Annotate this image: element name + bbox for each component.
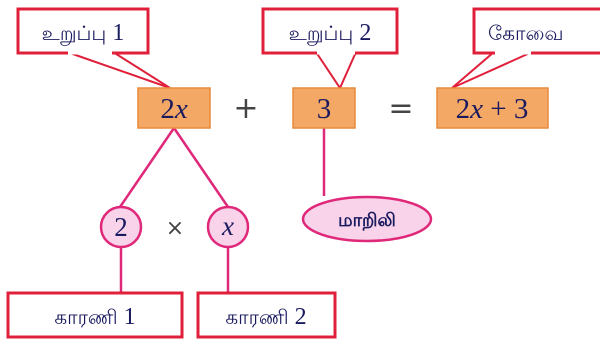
factor2-num: 2 [295, 304, 307, 330]
callout-term1: உறுப்பு1 [16, 7, 171, 89]
factor1-num: 1 [124, 304, 136, 330]
callout-term2: உறுப்பு2 [261, 7, 399, 91]
term1-coef: 2 [160, 93, 175, 125]
expr-var: x [469, 93, 483, 125]
callout-expression-word: கோவை [488, 21, 564, 45]
callout-term1-word: உறுப்பு [42, 21, 107, 46]
term1-var: x [174, 93, 188, 125]
term1-box: 2x [137, 87, 211, 129]
factor-label-1: காரணி 1 [6, 291, 184, 339]
factor-left-value: 2 [114, 212, 128, 242]
plus-sign: + [233, 91, 258, 126]
factor1-word: காரணி [54, 305, 117, 329]
callout-term2-word: உறுப்பு [289, 21, 354, 46]
times-sign: × [166, 216, 184, 241]
factor-right-value: x [221, 211, 234, 241]
factor-label-2: காரணி 2 [196, 291, 337, 339]
svg-text:காரணி2: காரணி 2 [225, 304, 306, 330]
svg-text:காரணி1: காரணி 1 [54, 304, 135, 330]
connector-term1-right [172, 127, 230, 208]
factor-circle-right: x [206, 205, 250, 249]
callout-term2-num: 2 [359, 20, 371, 46]
connectors [118, 127, 326, 293]
svg-text:2x + 3: 2x + 3 [456, 93, 529, 125]
term2-box: 3 [292, 87, 356, 129]
svg-text:உறுப்பு2: உறுப்பு2 [289, 20, 372, 46]
factor-circle-left: 2 [99, 205, 143, 249]
connector-term1-left [118, 127, 176, 208]
svg-text:உறுப்பு1: உறுப்பு1 [42, 20, 125, 46]
factor2-word: காரணி [225, 305, 288, 329]
callout-term1-num: 1 [112, 20, 124, 46]
expression-box: 2x + 3 [436, 87, 549, 129]
term2-value: 3 [317, 93, 332, 125]
constant-oval: மாறிலி [301, 195, 433, 243]
svg-text:2x: 2x [160, 93, 188, 125]
callout-expression: கோவை [451, 7, 600, 89]
equals-sign: = [388, 91, 413, 126]
expr-coef: 2 [456, 93, 471, 125]
constant-label: மாறிலி [338, 210, 396, 231]
expr-rest: + 3 [483, 93, 528, 125]
